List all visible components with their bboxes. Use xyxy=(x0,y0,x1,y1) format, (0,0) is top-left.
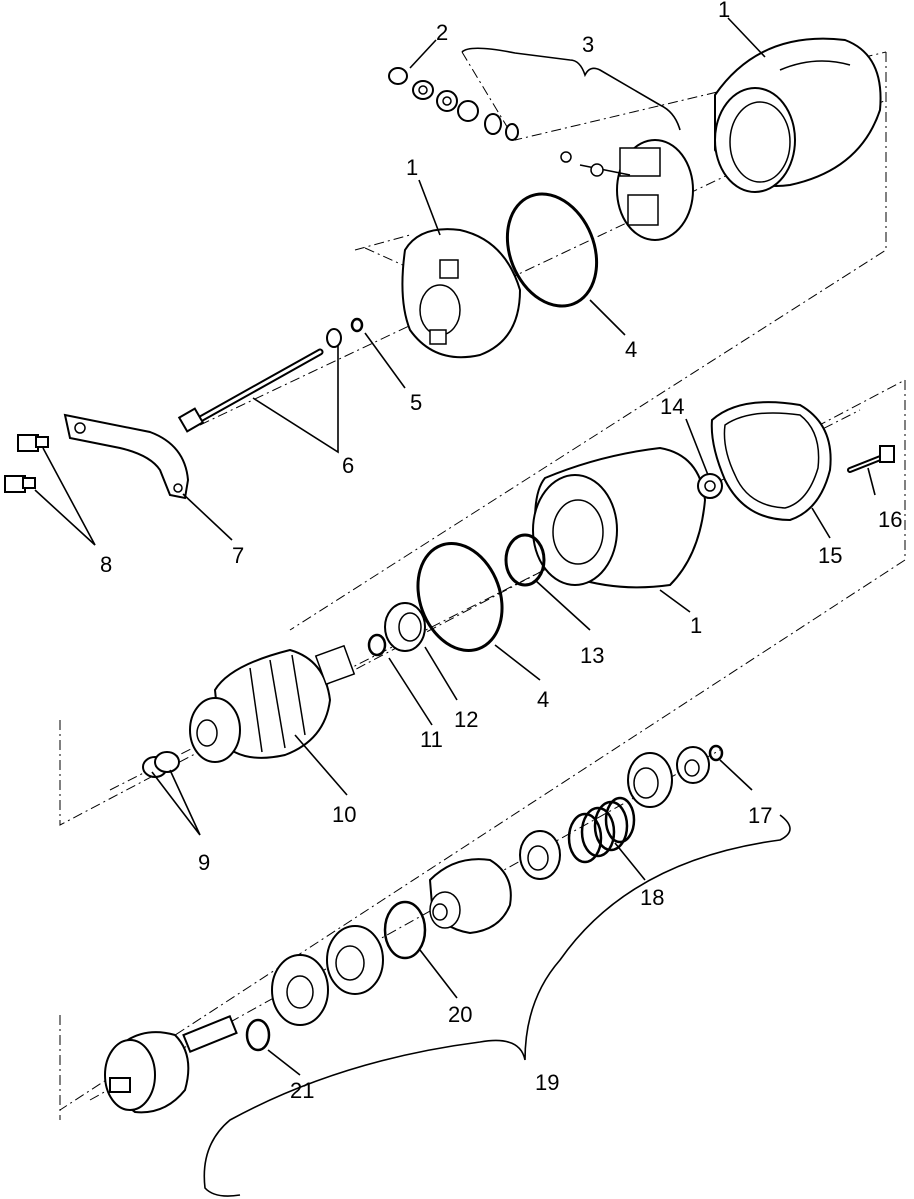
callout-5: 5 xyxy=(410,390,422,415)
clutch-spring xyxy=(567,796,636,864)
o-ring-small xyxy=(504,533,546,587)
callout-12: 12 xyxy=(454,707,478,732)
callout-1-yoke: 1 xyxy=(718,0,730,22)
callout-2: 2 xyxy=(436,20,448,45)
bearing xyxy=(384,602,426,652)
callout-21: 21 xyxy=(290,1078,314,1103)
thrust-washer xyxy=(697,473,723,499)
output-shaft-gear xyxy=(104,1014,238,1114)
callout-4-lower: 4 xyxy=(537,687,549,712)
callout-4-upper: 4 xyxy=(625,337,637,362)
callout-20: 20 xyxy=(448,1002,472,1027)
leader-lines xyxy=(34,17,876,1197)
small-o-ring xyxy=(350,317,364,333)
circlip xyxy=(245,1018,271,1052)
through-bolt xyxy=(177,328,342,433)
assembly-frame-lines xyxy=(59,51,906,1120)
callout-19: 19 xyxy=(535,1070,559,1095)
planetary-washer-set xyxy=(271,925,384,1026)
callout-13: 13 xyxy=(580,643,604,668)
callout-6: 6 xyxy=(342,453,354,478)
washer-nut-stack xyxy=(388,67,519,141)
yoke-housing xyxy=(714,37,882,193)
callout-14: 14 xyxy=(660,394,684,419)
clutch-collar xyxy=(519,830,561,880)
brush-holder-plate xyxy=(560,139,694,241)
callout-17: 17 xyxy=(748,803,772,828)
callout-16: 16 xyxy=(878,507,902,532)
retaining-clip xyxy=(676,744,724,784)
callout-8: 8 xyxy=(100,552,112,577)
callout-1-housing: 1 xyxy=(690,613,702,638)
armature xyxy=(189,644,356,763)
front-housing xyxy=(532,446,707,589)
o-ring-upper xyxy=(505,192,599,308)
callout-10: 10 xyxy=(332,802,356,827)
o-ring-lower xyxy=(416,542,504,652)
callout-7: 7 xyxy=(232,543,244,568)
drive-gear-clutch xyxy=(428,858,512,935)
callout-labels: 1 2 3 1 4 5 6 7 8 14 16 15 1 13 4 12 11 … xyxy=(100,0,902,1103)
snap-ring xyxy=(367,633,387,657)
spring-ring xyxy=(383,900,427,960)
end-cap xyxy=(401,228,522,359)
gasket xyxy=(710,401,832,522)
mounting-bracket xyxy=(63,413,190,500)
armature-washers xyxy=(142,751,180,778)
clutch-sleeve xyxy=(627,752,673,808)
callout-15: 15 xyxy=(818,543,842,568)
callout-1-end-cap: 1 xyxy=(406,155,418,180)
callout-3: 3 xyxy=(582,32,594,57)
callout-18: 18 xyxy=(640,885,664,910)
housing-bolt xyxy=(847,445,895,473)
bracket-bolts xyxy=(4,434,49,493)
callout-9: 9 xyxy=(198,850,210,875)
callout-11: 11 xyxy=(420,727,443,752)
